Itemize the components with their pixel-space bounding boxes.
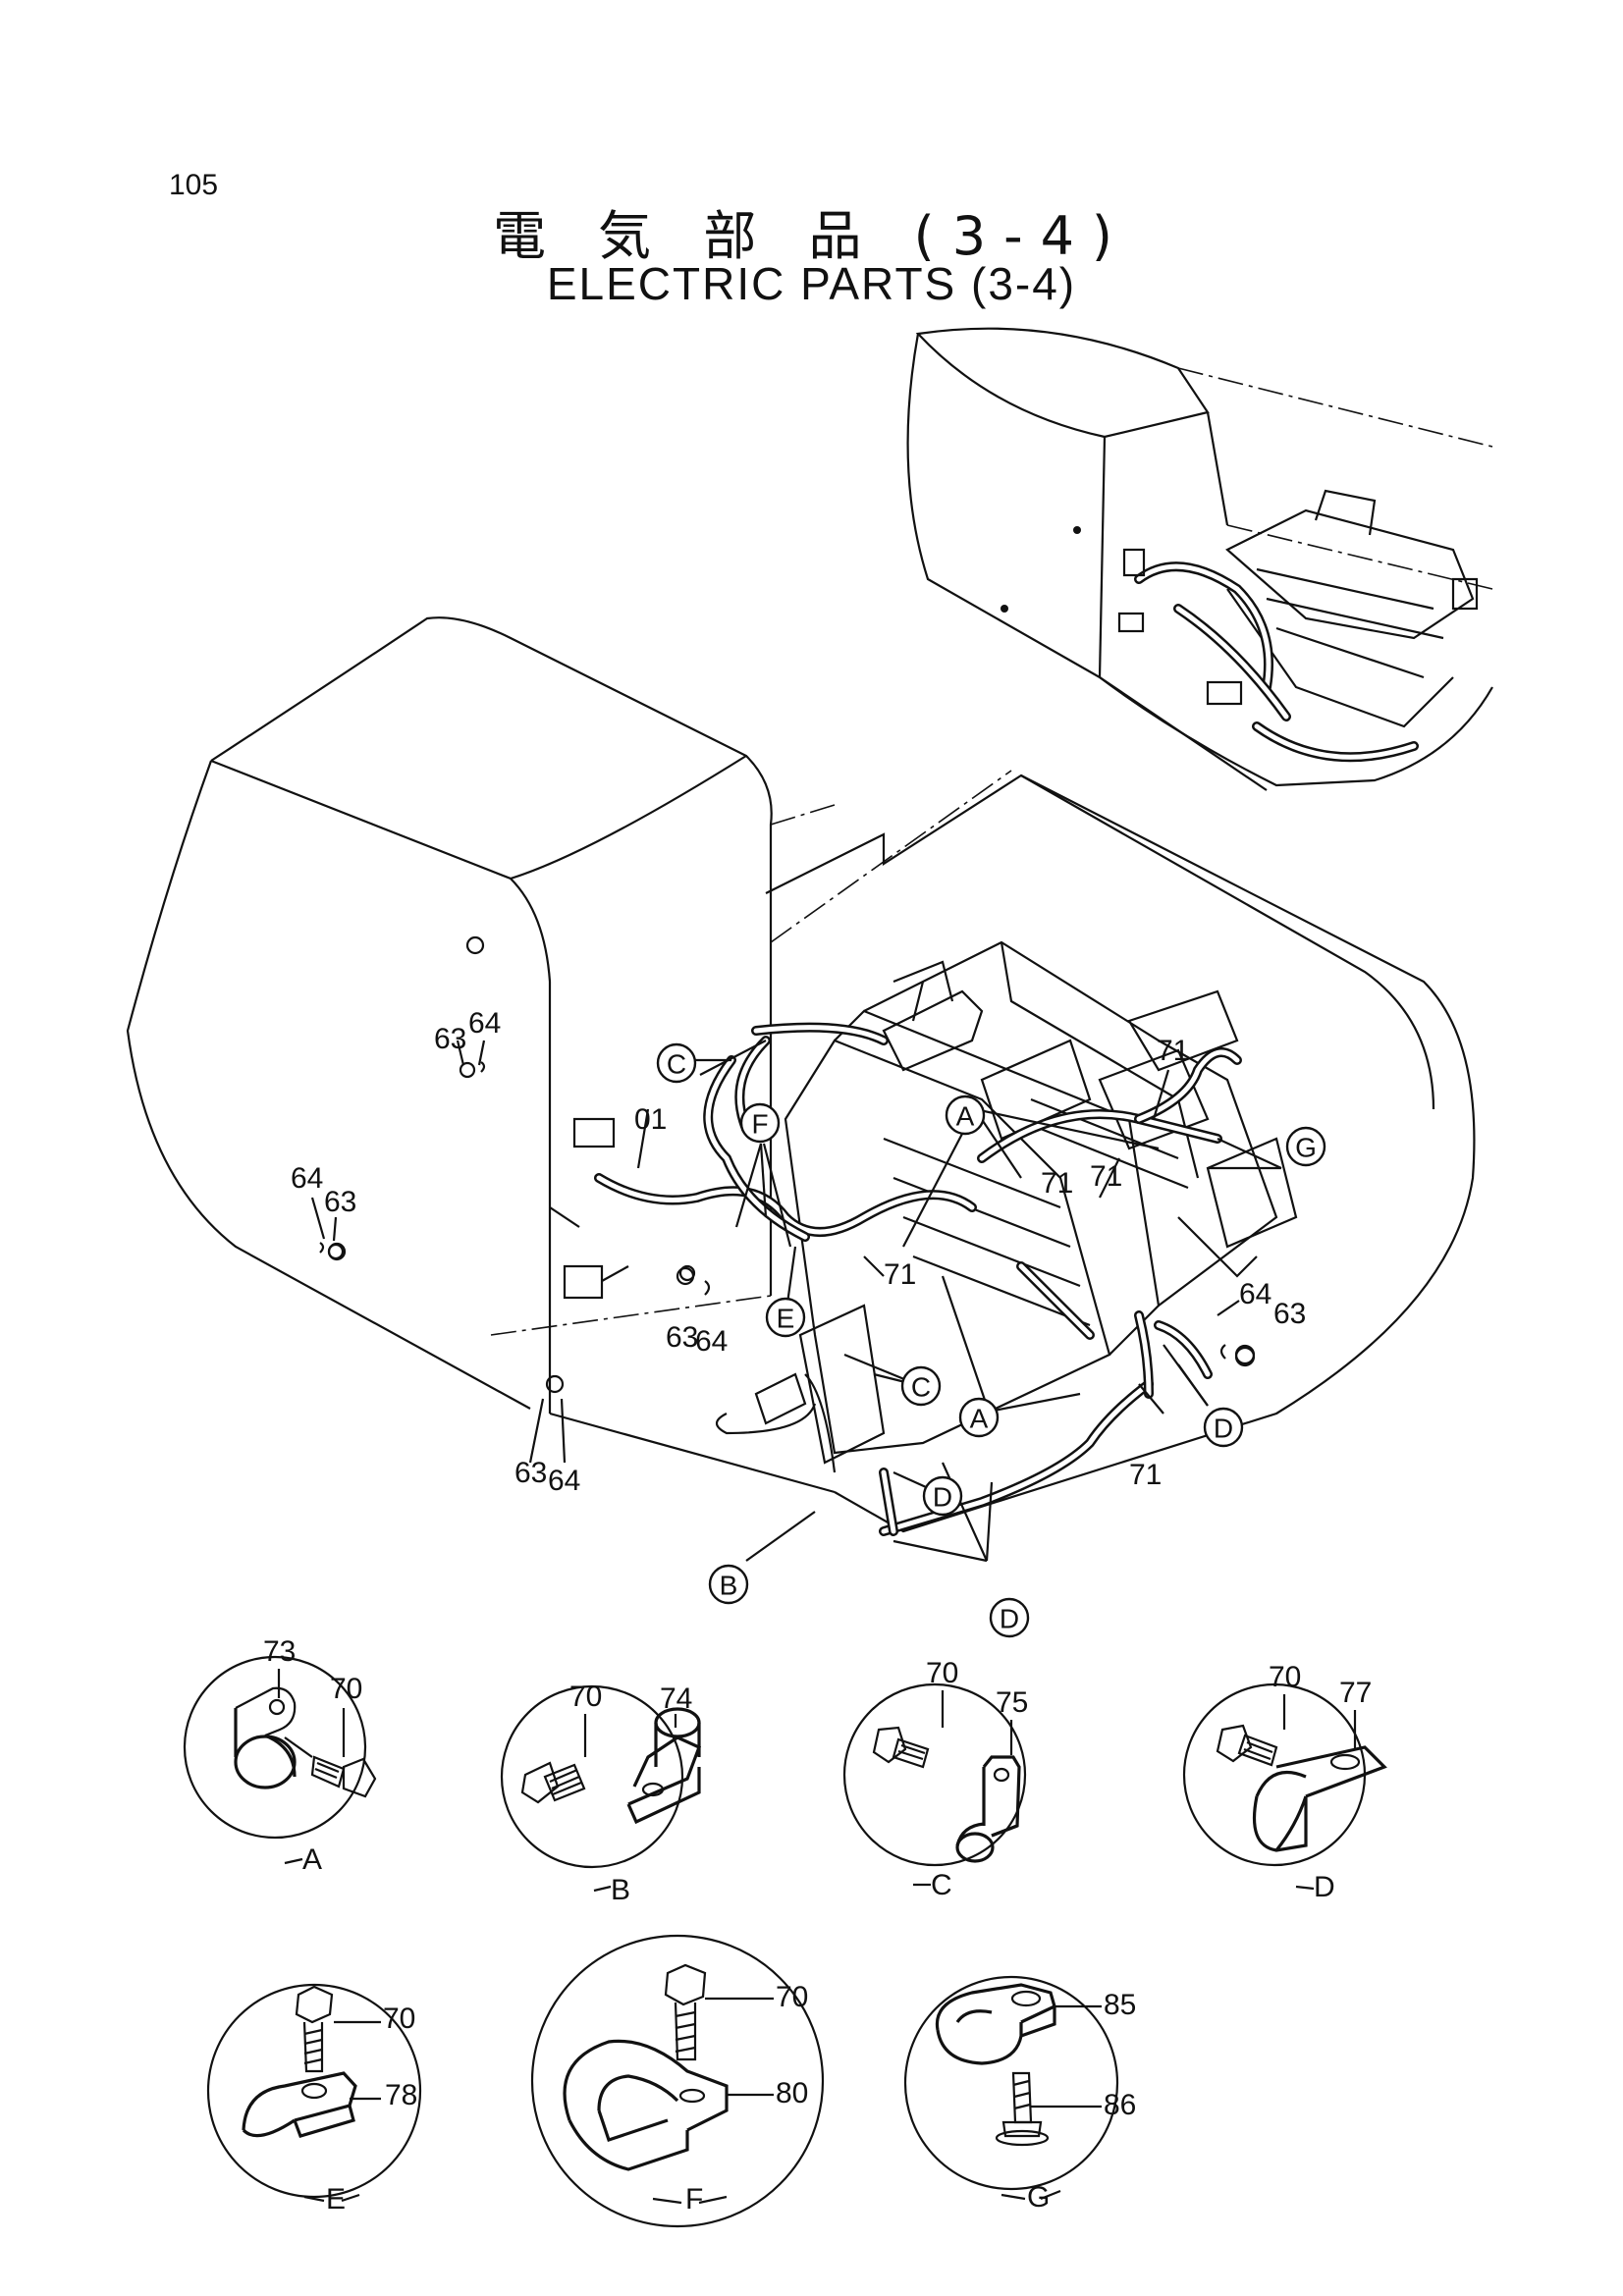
inset-view: [906, 327, 1493, 791]
detail-label: B: [611, 1874, 630, 1906]
callout-text: B: [720, 1571, 738, 1601]
detail-label: 74: [660, 1682, 692, 1715]
callout-text: 64: [1239, 1278, 1271, 1310]
callout-C2: C: [900, 1365, 942, 1407]
callout-E: E: [765, 1297, 806, 1338]
callout-text: 63: [666, 1321, 698, 1354]
detail-label: D: [1314, 1871, 1335, 1903]
detail-label: 70: [383, 2002, 415, 2035]
callout-text: C: [911, 1372, 931, 1403]
callout-text: D: [1000, 1604, 1019, 1634]
detail-D: 70 77 D: [1182, 1661, 1387, 1903]
detail-G: 85 86 G: [903, 1975, 1136, 2214]
detail-A: 73 70 A: [183, 1635, 377, 1876]
detail-label: 85: [1104, 1989, 1136, 2021]
detail-label: 86: [1104, 2089, 1136, 2121]
label-63-64-upper: 63 64: [434, 1007, 501, 1079]
detail-C: 70 75 C: [842, 1657, 1028, 1901]
label-71-a: 71: [1041, 1167, 1073, 1200]
label-64-63-right: 64 63: [1219, 1278, 1306, 1367]
label-71-c: 71: [884, 1258, 916, 1291]
callout-A1: A: [945, 1095, 986, 1136]
title-japanese: 電 気 部 品 (3-4): [493, 205, 1130, 267]
callout-C1: C: [656, 1042, 697, 1084]
detail-label: 70: [569, 1681, 602, 1713]
callout-text: G: [1295, 1133, 1317, 1163]
callout-text: D: [933, 1482, 952, 1513]
callout-text: C: [667, 1049, 686, 1080]
detail-F: 70 80 F: [530, 1934, 825, 2228]
callout-D3: D: [989, 1597, 1030, 1638]
callout-D1: D: [1203, 1407, 1244, 1448]
label-63-64-bottom: 63 64: [514, 1457, 580, 1497]
callout-text: F: [751, 1109, 768, 1140]
callout-text: 63: [1273, 1298, 1306, 1330]
callout-B: B: [708, 1564, 749, 1605]
callout-A2: A: [958, 1397, 1000, 1438]
callout-text: 64: [291, 1162, 323, 1195]
detail-B: 70 74 B: [500, 1681, 702, 1906]
detail-E: 70 78 E: [206, 1983, 422, 2216]
detail-label: 77: [1339, 1677, 1372, 1709]
detail-label: C: [931, 1869, 952, 1901]
detail-label: E: [326, 2183, 346, 2216]
label-01: 01: [634, 1103, 667, 1136]
label-71-b: 71: [1090, 1160, 1122, 1193]
detail-label: 70: [926, 1657, 958, 1689]
callout-F: F: [739, 1102, 781, 1144]
callout-text: 63: [434, 1023, 466, 1055]
detail-label: 70: [776, 1981, 808, 2013]
title-english: ELECTRIC PARTS (3-4): [546, 258, 1077, 309]
detail-label: 73: [263, 1635, 296, 1668]
detail-label: 70: [1269, 1661, 1301, 1693]
detail-label: 80: [776, 2077, 808, 2109]
callout-text: 64: [695, 1325, 728, 1358]
detail-label: 75: [996, 1686, 1028, 1719]
detail-label: G: [1027, 2181, 1050, 2214]
callout-G: G: [1285, 1126, 1326, 1167]
callout-text: 63: [324, 1186, 356, 1218]
detail-label: 70: [330, 1673, 362, 1705]
label-71-bottom: 71: [1129, 1459, 1162, 1491]
detail-label: 78: [385, 2079, 417, 2111]
callout-text: A: [956, 1101, 975, 1132]
detail-label: A: [302, 1843, 322, 1876]
callout-text: D: [1214, 1414, 1233, 1444]
callout-text: 63: [514, 1457, 547, 1489]
callout-D2: D: [922, 1475, 963, 1517]
callout-text: E: [777, 1304, 795, 1334]
label-63-64-center: 63 64: [666, 1266, 728, 1358]
label-64-63-left: 64 63: [291, 1162, 356, 1260]
callout-text: 64: [548, 1465, 580, 1497]
callout-text: A: [970, 1404, 989, 1434]
label-71-top: 71: [1157, 1035, 1189, 1067]
detail-label: F: [685, 2183, 703, 2216]
page-number: 105: [169, 169, 219, 201]
callout-text: 64: [468, 1007, 501, 1040]
main-machine-view: [126, 616, 1476, 1536]
